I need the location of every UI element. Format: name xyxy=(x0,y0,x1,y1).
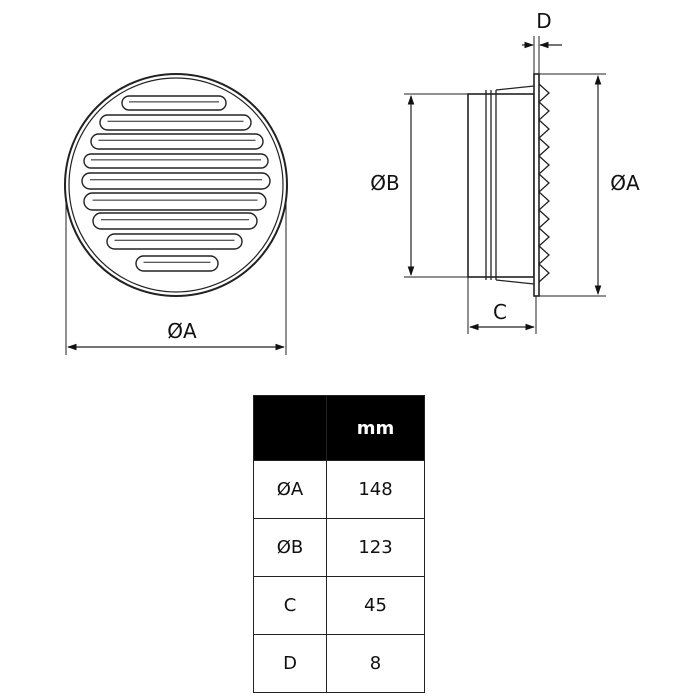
table-row: ØB 123 xyxy=(253,518,425,577)
louver-slat xyxy=(92,212,258,230)
louver-slat xyxy=(83,153,269,169)
table-header-blank xyxy=(253,395,327,461)
table-row-value: 8 xyxy=(326,634,425,693)
table-row-label: C xyxy=(253,576,327,635)
side-dimension-b-label: ØB xyxy=(370,171,399,195)
louver-slat xyxy=(106,233,243,250)
table-row-label: ØB xyxy=(253,518,327,577)
louver-slat xyxy=(81,172,271,190)
spigot-body xyxy=(467,93,535,278)
spigot-shoulder-top xyxy=(495,85,535,91)
louver-slat xyxy=(83,192,267,211)
table-row-label: D xyxy=(253,634,327,693)
louver-slats xyxy=(81,95,271,272)
table-row: D 8 xyxy=(253,634,425,693)
table-row: C 45 xyxy=(253,576,425,635)
grille-inner-circle xyxy=(68,77,284,293)
side-dimension-a-label: ØA xyxy=(610,171,640,195)
technical-drawing: ØA ØB ØA C D xyxy=(64,9,640,355)
front-view: ØA xyxy=(64,73,288,355)
dimensions-table: mm ØA 148 ØB 123 C 45 D 8 xyxy=(253,395,425,693)
side-dimension-c-label: C xyxy=(493,300,507,324)
table-row-label: ØA xyxy=(253,460,327,519)
side-view: ØB ØA C D xyxy=(370,9,640,334)
table-header-row: mm xyxy=(253,395,425,461)
louver-slat xyxy=(90,133,264,150)
table-header-unit: mm xyxy=(326,395,425,461)
table-row: ØA 148 xyxy=(253,460,425,519)
louver-slat xyxy=(121,95,227,111)
table-row-value: 123 xyxy=(326,518,425,577)
table-row-value: 45 xyxy=(326,576,425,635)
grille-flange xyxy=(533,73,540,297)
spigot-shoulder-bottom xyxy=(495,279,535,285)
side-dimension-d-label: D xyxy=(536,9,551,33)
louver-slat xyxy=(135,255,219,272)
table-row-value: 148 xyxy=(326,460,425,519)
louver-profile xyxy=(538,83,550,283)
front-dimension-a-label: ØA xyxy=(167,319,197,343)
louver-slat xyxy=(99,114,252,131)
